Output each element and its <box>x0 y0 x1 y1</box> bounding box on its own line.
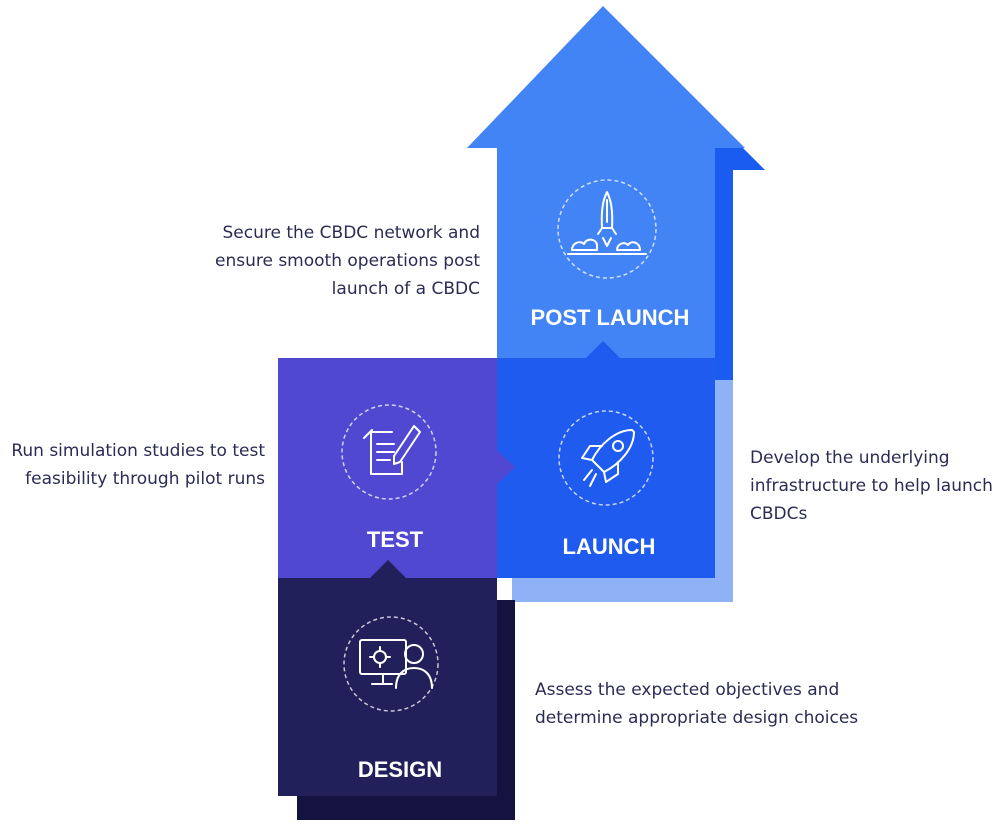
test-notch <box>497 450 515 484</box>
launch-label: LAUNCH <box>563 534 656 559</box>
rocket-icon <box>558 410 654 506</box>
test-label: TEST <box>367 527 424 552</box>
test-description: Run simulation studies to test feasibili… <box>11 437 265 493</box>
description-line: determine appropriate design choices <box>535 708 859 728</box>
user-monitor-gear-icon <box>343 616 439 712</box>
post-launch-label: POST LAUNCH <box>531 305 690 330</box>
launch-notch <box>586 341 620 358</box>
post-launch-arrow-shadow <box>603 8 765 380</box>
description-line: Develop the underlying <box>750 448 950 468</box>
description-line: ensure smooth operations post <box>214 251 480 271</box>
design-label: DESIGN <box>358 757 442 782</box>
design-block <box>278 578 497 796</box>
description-line: Run simulation studies to test <box>11 441 265 461</box>
post-launch-description: Secure the CBDC network and ensure smoot… <box>215 219 480 303</box>
description-line: launch of a CBDC <box>331 279 480 299</box>
launch-block <box>497 358 715 578</box>
launch-description: Develop the underlying infrastructure to… <box>750 444 993 528</box>
description-line: feasibility through pilot runs <box>25 469 265 489</box>
description-line: Assess the expected objectives and <box>535 680 840 700</box>
design-description: Assess the expected objectives and deter… <box>535 676 858 732</box>
description-line: CBDCs <box>750 504 808 524</box>
design-notch <box>370 560 406 578</box>
post-launch-arrow <box>467 6 745 358</box>
description-line: infrastructure to help launch <box>750 476 993 496</box>
rocket-launch-pad-icon <box>557 179 657 279</box>
description-line: Secure the CBDC network and <box>222 223 480 243</box>
document-pencil-icon <box>341 404 437 500</box>
test-block <box>278 358 497 578</box>
